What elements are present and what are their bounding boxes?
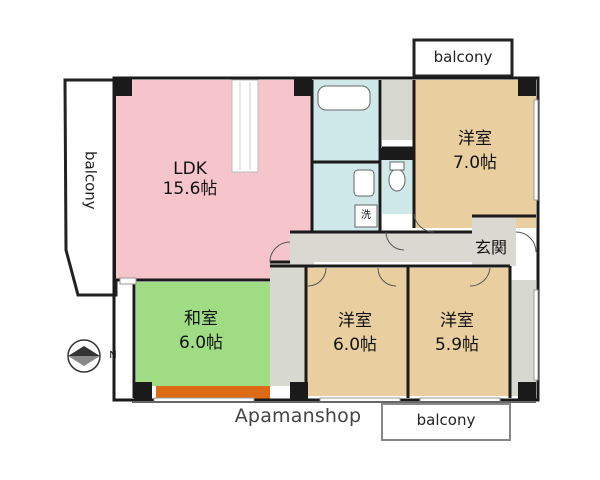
balcony-bottom [381,403,511,441]
watermark: Apamanshop [234,405,362,427]
room-ldk [116,80,312,280]
bathtub [317,85,371,111]
kitchen-counter [231,79,259,173]
entrance [472,216,516,266]
ldk-size: 15.6帖 [162,179,218,199]
sink [353,169,375,197]
balcony-top-label: balcony [433,48,493,66]
balcony-top [412,38,514,78]
room-japanese [136,282,270,386]
balcony-bottom-label: balcony [416,411,476,429]
western-s1-name: 洋室 [338,311,372,331]
japanese-name: 和室 [184,309,218,329]
room-western-ne [414,80,536,228]
western-s1-size: 6.0帖 [332,335,378,355]
toilet [388,168,406,192]
closet-se [510,280,536,396]
north-label: N [109,350,117,361]
ldk-name: LDK [173,159,207,179]
japanese-size: 6.0帖 [178,333,224,353]
balcony-left-label: balcony [81,150,100,210]
balcony-left [63,78,118,297]
washer-label: 洗 [361,210,371,221]
room-western-s2 [408,268,510,396]
closet-japanese [270,270,306,386]
washer-box [354,204,378,228]
western-s2-size: 5.9帖 [434,335,480,355]
closet-ne [382,80,414,140]
room-western-s1 [306,268,408,396]
compass-icon [67,339,101,373]
western-ne-size: 7.0帖 [452,153,498,173]
western-ne-name: 洋室 [458,129,492,149]
western-s2-name: 洋室 [440,311,474,331]
entrance-label: 玄関 [474,238,507,257]
